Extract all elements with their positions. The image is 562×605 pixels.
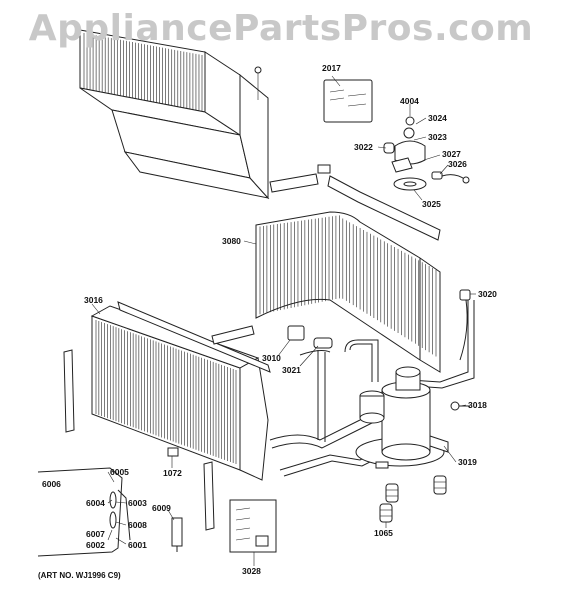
watermark: AppliancePartsPros.com [28, 8, 534, 49]
part-label-6006[interactable]: 6006 [42, 479, 61, 489]
leader-lines [91, 75, 476, 566]
part-label-4004[interactable]: 4004 [400, 96, 419, 106]
clip [167, 447, 179, 457]
part-label-6003[interactable]: 6003 [128, 498, 147, 508]
thermostat-bulb [459, 289, 471, 361]
part-label-3010[interactable]: 3010 [262, 353, 281, 363]
art-number: (ART NO. WJ1996 C9) [38, 571, 121, 580]
terminal-parts [323, 79, 470, 191]
part-label-1065[interactable]: 1065 [374, 528, 393, 538]
wiring-harness [37, 467, 183, 557]
harness-bracket [229, 499, 277, 553]
compressor-grommets [379, 475, 447, 523]
part-label-3026[interactable]: 3026 [448, 159, 467, 169]
part-label-6007[interactable]: 6007 [86, 529, 105, 539]
part-label-6004[interactable]: 6004 [86, 498, 105, 508]
part-label-3080[interactable]: 3080 [222, 236, 241, 246]
valve-assembly [287, 325, 333, 349]
part-label-3020[interactable]: 3020 [478, 289, 497, 299]
part-label-3016[interactable]: 3016 [84, 295, 103, 305]
part-label-3018[interactable]: 3018 [468, 400, 487, 410]
evaporator-coil [90, 301, 271, 481]
part-label-6005[interactable]: 6005 [110, 467, 129, 477]
part-label-3021[interactable]: 3021 [282, 365, 301, 375]
compressor [355, 366, 449, 469]
condenser-coil [255, 211, 441, 373]
mounting-bolt [450, 401, 470, 411]
part-label-3022[interactable]: 3022 [354, 142, 373, 152]
part-label-3028[interactable]: 3028 [242, 566, 261, 576]
part-label-6008[interactable]: 6008 [128, 520, 147, 530]
part-label-2017[interactable]: 2017 [322, 63, 341, 73]
side-panels [63, 349, 215, 531]
part-label-6009[interactable]: 6009 [152, 503, 171, 513]
part-label-3019[interactable]: 3019 [458, 457, 477, 467]
part-label-3027[interactable]: 3027 [442, 149, 461, 159]
insulation-strip [269, 164, 441, 241]
part-label-3024[interactable]: 3024 [428, 113, 447, 123]
part-label-3025[interactable]: 3025 [422, 199, 441, 209]
top-coil-assembly [79, 29, 270, 200]
part-label-6001[interactable]: 6001 [128, 540, 147, 550]
part-label-1072[interactable]: 1072 [163, 468, 182, 478]
part-label-3023[interactable]: 3023 [428, 132, 447, 142]
part-label-6002[interactable]: 6002 [86, 540, 105, 550]
